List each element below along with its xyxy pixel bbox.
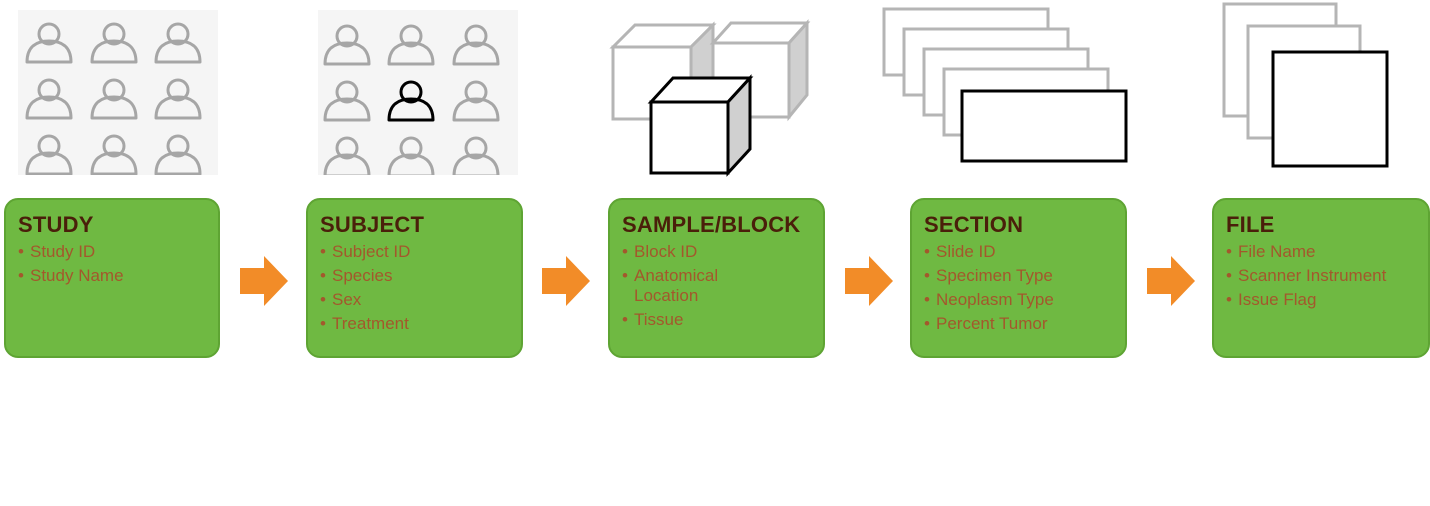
stage-item: Issue Flag (1226, 290, 1424, 310)
stage-title: STUDY (18, 212, 94, 237)
sample-stacked-cubes-icon (609, 19, 811, 177)
stage-study: STUDY Study ID Study Name (4, 198, 220, 358)
stage-title: SAMPLE/BLOCK (622, 212, 801, 237)
stage-item: Neoplasm Type (924, 290, 1115, 310)
stage-item: Anatomical Location (622, 266, 754, 306)
stage-item: Scanner Instrument (1226, 266, 1424, 286)
arrow-right-icon (240, 256, 288, 306)
stage-section: SECTION Slide ID Specimen Type Neoplasm … (910, 198, 1127, 358)
arrow-right-icon (1147, 256, 1195, 306)
stage-item: Block ID (622, 242, 813, 262)
stage-sample-block: SAMPLE/BLOCK Block ID Anatomical Locatio… (608, 198, 825, 358)
stage-item: Specimen Type (924, 266, 1115, 286)
stage-title: FILE (1226, 212, 1275, 237)
stage-title: SUBJECT (320, 212, 425, 237)
file-stacked-files-icon (1222, 2, 1389, 168)
stage-item: Tissue (622, 310, 813, 330)
stage-title: SECTION (924, 212, 1024, 237)
stage-item: Study Name (18, 266, 208, 286)
arrow-right-icon (542, 256, 590, 306)
stage-subject: SUBJECT Subject ID Species Sex Treatment (306, 198, 523, 358)
stage-item: Percent Tumor (924, 314, 1115, 334)
stage-file: FILE File Name Scanner Instrument Issue … (1212, 198, 1430, 358)
subject-person-grid-icon (318, 10, 518, 175)
section-stacked-slides-icon (882, 7, 1128, 163)
stage-item: Subject ID (320, 242, 511, 262)
stage-item: Slide ID (924, 242, 1115, 262)
stage-item: File Name (1226, 242, 1424, 262)
study-people-grid-icon (18, 10, 218, 175)
stage-item: Treatment (320, 314, 511, 334)
stage-item: Sex (320, 290, 511, 310)
arrow-right-icon (845, 256, 893, 306)
stage-item: Species (320, 266, 511, 286)
stage-item: Study ID (18, 242, 208, 262)
